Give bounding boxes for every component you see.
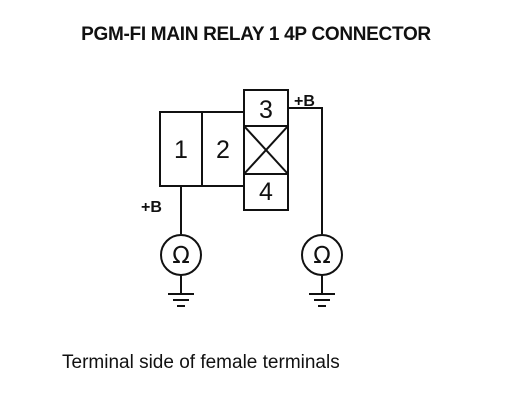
terminal-1-label: 1	[174, 136, 188, 164]
probe-wire-terminal-3	[288, 107, 323, 234]
battery-positive-label: +B	[141, 199, 162, 216]
ohm-symbol: Ω	[313, 243, 331, 269]
ohm-symbol: Ω	[172, 243, 190, 269]
battery-positive-label: +B	[294, 93, 315, 110]
ground-icon	[168, 293, 194, 307]
diagram-caption: Terminal side of female terminals	[62, 352, 340, 373]
x-cross-icon	[243, 125, 289, 175]
terminal-3-label: 3	[259, 96, 273, 124]
ground-icon	[309, 293, 335, 307]
connector-side-column	[243, 89, 289, 211]
terminal-2-label: 2	[216, 136, 230, 164]
connector-body	[159, 89, 289, 211]
page-title: PGM-FI MAIN RELAY 1 4P CONNECTOR	[81, 24, 431, 45]
terminal-4-label: 4	[259, 178, 273, 206]
